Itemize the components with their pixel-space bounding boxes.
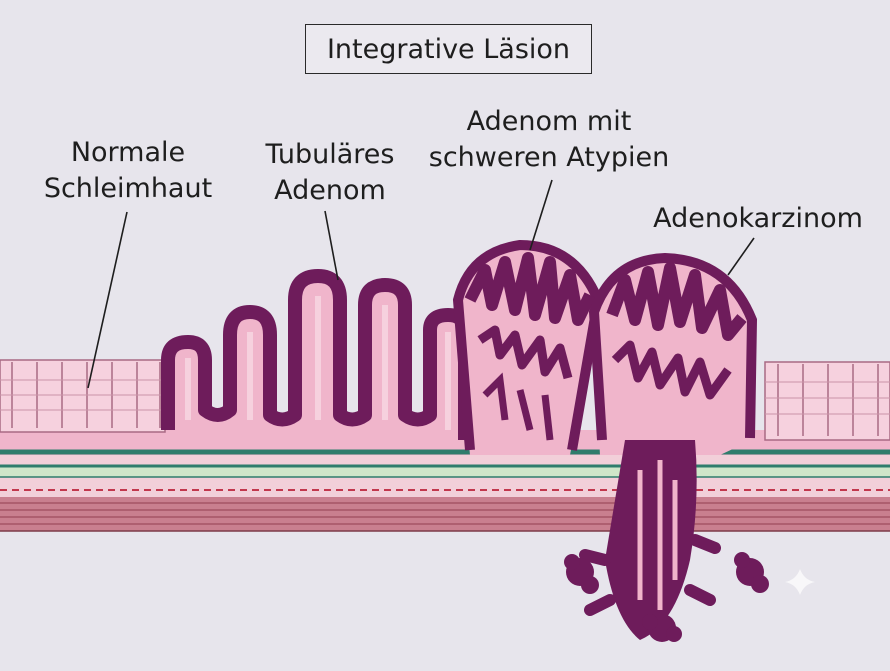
label-normal-line1: Normale	[70, 137, 186, 168]
label-tubular-line2: Adenom	[274, 175, 386, 206]
leader-tubular	[324, 210, 339, 281]
label-atypia-line1: Adenom mit	[466, 106, 632, 137]
label-normal-mucosa: Normale Schleimhaut	[38, 135, 218, 207]
tubular-adenoma	[161, 269, 472, 440]
label-tubular-line1: Tubuläres	[265, 139, 395, 170]
diagram-title: Integrative Läsion	[305, 24, 592, 74]
sparkle-icon	[785, 569, 815, 595]
tumor-cell-clusters	[564, 552, 769, 642]
label-atypia-line2: schweren Atypien	[428, 142, 670, 173]
leader-normal	[87, 211, 128, 389]
submucosa-layer	[0, 455, 890, 497]
adenocarcinoma	[579, 252, 758, 640]
leader-lines	[87, 179, 755, 389]
normal-crypts-right	[764, 361, 890, 441]
leader-atypia	[529, 179, 553, 251]
muscle-layer	[0, 497, 890, 532]
label-normal-line2: Schleimhaut	[43, 173, 213, 204]
label-carcinoma-line1: Adenokarzinom	[653, 203, 863, 234]
label-tubular-adenoma: Tubuläres Adenom	[255, 137, 405, 209]
normal-crypts-left	[0, 359, 166, 433]
leader-carcinoma	[727, 237, 755, 276]
label-high-grade-adenoma: Adenom mit schweren Atypien	[424, 104, 674, 176]
high-grade-adenoma	[452, 239, 604, 455]
label-adenocarcinoma: Adenokarzinom	[643, 201, 873, 237]
